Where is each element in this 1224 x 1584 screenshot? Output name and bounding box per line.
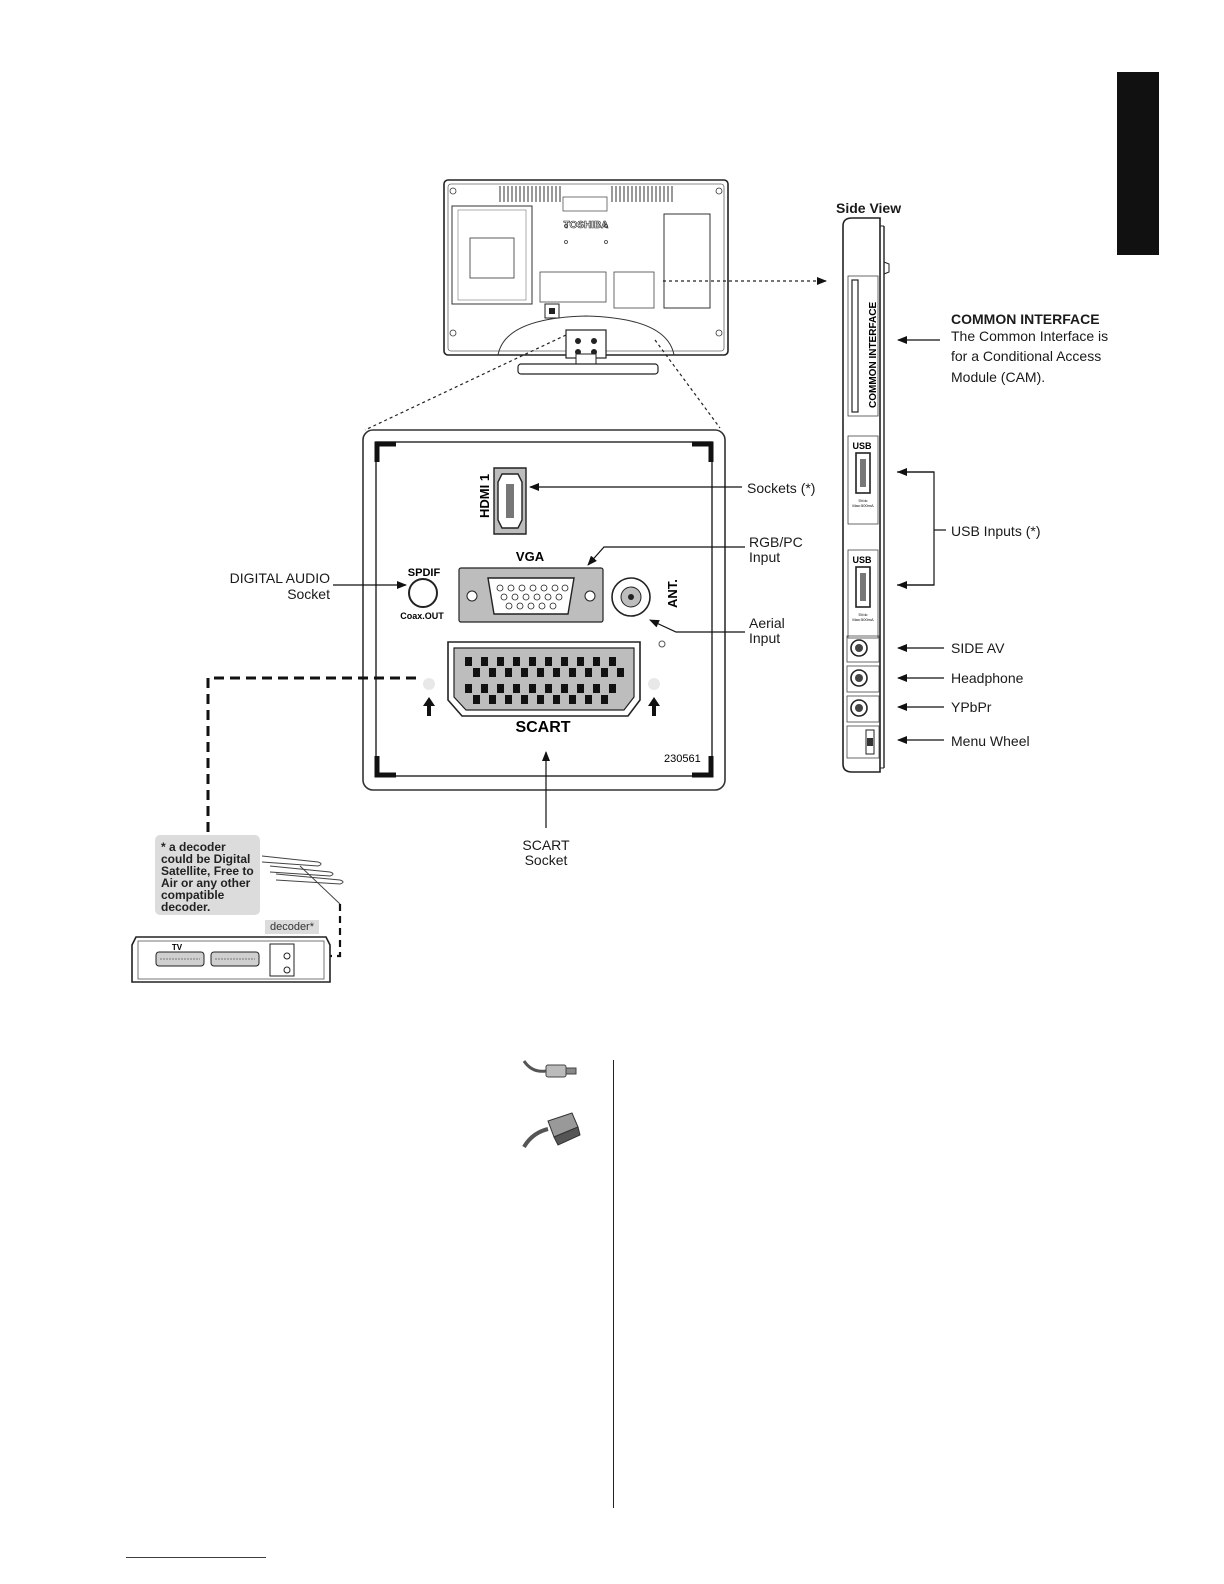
common-interface-desc-3: Module (CAM).	[951, 369, 1046, 385]
aerial-callout-line2: Input	[749, 630, 781, 646]
hdmi-label: HDMI 1	[477, 474, 492, 518]
ypbpr-callout: YPbPr	[951, 699, 992, 715]
aerial-callout-line1: Aerial	[749, 615, 785, 631]
digital-audio-callout-line2: Socket	[287, 586, 330, 602]
rgb-pc-callout-line1: RGB/PC	[749, 534, 803, 550]
scart-port	[447, 641, 641, 717]
scart-cable-icon	[522, 1112, 581, 1149]
menu-wheel-callout: Menu Wheel	[951, 733, 1030, 749]
footer-rule	[126, 1557, 266, 1558]
side-av-callout: SIDE AV	[951, 640, 1005, 656]
cable-icons	[522, 1060, 581, 1149]
usb2-spec-current: Max:500mA	[852, 617, 874, 622]
coax-cable-icon	[522, 1060, 577, 1078]
column-divider	[613, 1060, 614, 1508]
tv-back-view: TOSHIBA	[443, 179, 729, 375]
decoder-note: * a decoder could be Digital Satellite, …	[155, 835, 260, 915]
scart-socket-callout-line2: Socket	[524, 852, 568, 868]
decoder-connection: TV	[131, 676, 418, 983]
brand-logo: TOSHIBA	[564, 220, 609, 231]
sockets-callout: Sockets (*)	[747, 480, 816, 496]
usb-inputs-callout: USB Inputs (*)	[951, 523, 1041, 539]
vga-label: VGA	[516, 549, 545, 564]
usb2-label: USB	[852, 555, 872, 565]
ci-slot-label: COMMON INTERFACE	[868, 302, 879, 408]
common-interface-desc-2: for a Conditional Access	[951, 348, 1102, 364]
headphone-callout: Headphone	[951, 670, 1024, 686]
usb1-spec-current: Max:500mA	[852, 503, 874, 508]
ant-label: ANT.	[665, 579, 680, 608]
decoder-label: decoder*	[265, 920, 319, 934]
vga-port	[458, 567, 604, 623]
usb2-spec-voltage: 5Vdc	[858, 612, 867, 617]
connector-panel: HDMI 1 VGA SPDIF Coax.OUT ANT.	[362, 429, 726, 791]
tv-side-view: COMMON INTERFACE USB 5Vdc Max:500mA USB …	[842, 217, 890, 773]
spdif-socket	[408, 578, 438, 608]
common-interface-title: COMMON INTERFACE	[951, 311, 1100, 327]
coax-out-label: Coax.OUT	[400, 611, 444, 621]
rgb-pc-callout-line2: Input	[749, 549, 781, 565]
decoder-tv-label: TV	[172, 943, 183, 952]
usb1-label: USB	[852, 441, 872, 451]
antenna-socket	[611, 577, 651, 617]
section-tab	[1117, 72, 1159, 255]
spdif-label: SPDIF	[408, 567, 441, 579]
scart-label: SCART	[515, 719, 570, 736]
hdmi-port	[493, 467, 527, 535]
digital-audio-callout-line1: DIGITAL AUDIO	[229, 570, 330, 586]
scart-socket-callout-line1: SCART	[522, 837, 570, 853]
usb1-spec-voltage: 5Vdc	[858, 498, 867, 503]
model-number: 230561	[664, 753, 701, 765]
common-interface-desc-1: The Common Interface is	[951, 328, 1109, 344]
side-view-title: Side View	[836, 200, 902, 216]
